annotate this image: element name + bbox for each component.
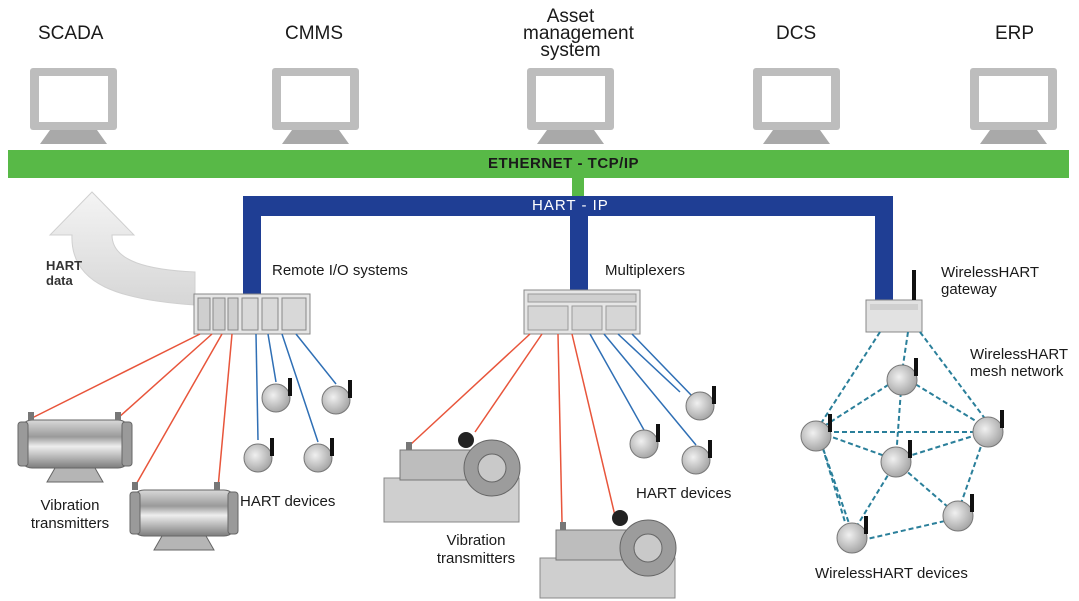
label-vibration-1: Vibration transmitters (30, 497, 110, 532)
hart-device-group-2 (629, 386, 716, 475)
wiring-multiplexer (409, 333, 697, 523)
label-mesh-network: WirelessHART mesh network (970, 346, 1069, 380)
hart-data-arrow (48, 191, 196, 306)
label-scada: SCADA (38, 23, 104, 44)
monitor-scada (30, 68, 117, 144)
ethernet-bus (8, 150, 1069, 178)
vibration-transmitter-tank-2 (129, 482, 239, 551)
remote-io-rack (193, 293, 311, 335)
label-hart-data: HART data (46, 258, 83, 288)
label-hart-devices-2: HART devices (636, 485, 732, 502)
wirelesshart-device (836, 516, 868, 554)
hart-device (321, 380, 352, 415)
hart-device (681, 440, 712, 475)
label-asset-management: Asset management system (523, 6, 634, 61)
wirelesshart-gateway (865, 270, 923, 333)
wirelesshart-device-group (800, 358, 1004, 554)
label-remote-io: Remote I/O systems (272, 262, 408, 279)
wirelesshart-device (880, 440, 912, 478)
monitor-cmms (272, 68, 359, 144)
hart-ip-bus (243, 178, 893, 300)
label-ethernet: ETHERNET - TCP/IP (488, 155, 640, 172)
label-wireless-devices: WirelessHART devices (815, 565, 968, 582)
label-hart-devices-1: HART devices (240, 493, 336, 510)
hart-device (303, 438, 334, 473)
wiring-remote-io (31, 333, 337, 489)
monitor-erp (970, 68, 1057, 144)
monitor-dcs (753, 68, 840, 144)
label-multiplexers: Multiplexers (605, 262, 686, 279)
wirelesshart-device (942, 494, 974, 532)
vibration-transmitter-pump-1 (383, 432, 521, 523)
hart-device (685, 386, 716, 421)
monitor-asset-management (527, 68, 614, 144)
vibration-transmitter-pump-2 (539, 510, 677, 599)
label-cmms: CMMS (285, 23, 344, 44)
multiplexer-rack (523, 289, 641, 335)
label-erp: ERP (995, 23, 1035, 44)
wirelesshart-device (972, 410, 1004, 448)
label-dcs: DCS (776, 23, 817, 44)
hart-device-group-1 (243, 378, 352, 473)
wirelesshart-device (886, 358, 918, 396)
hart-device (629, 424, 660, 459)
vibration-transmitter-tank-1 (17, 412, 133, 483)
label-vibration-2: Vibration transmitters (436, 532, 516, 567)
hart-device (261, 378, 292, 413)
label-hart-ip: HART - IP (532, 197, 609, 214)
wirelesshart-device (800, 414, 832, 452)
hart-device (243, 438, 274, 473)
label-gateway: WirelessHART gateway (941, 264, 1040, 298)
